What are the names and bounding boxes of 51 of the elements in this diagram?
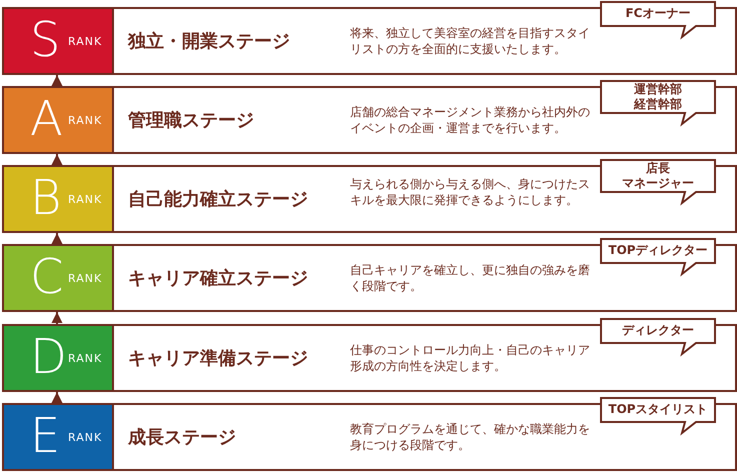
- rank-box: [4, 246, 114, 310]
- arrow: [52, 154, 62, 165]
- arrow: [52, 75, 62, 86]
- role-label: TOPディレクター: [608, 243, 708, 258]
- rank-label: RANK: [68, 352, 102, 365]
- arrow: [52, 312, 62, 324]
- stage-title: キャリア準備ステージ: [128, 347, 308, 370]
- rank-label: RANK: [68, 431, 102, 444]
- stage-title: 独立・開業ステージ: [128, 30, 290, 53]
- speech-bubble: [600, 318, 716, 355]
- stage-description: 店舗の総合マネージメント業務から社内外のイベントの企画・運営までを行います。: [350, 104, 591, 136]
- rank-letter: D: [30, 330, 67, 384]
- speech-bubble: [600, 80, 716, 125]
- stage-band: [2, 324, 737, 392]
- arrow: [52, 392, 62, 403]
- stage-description: 将来、独立して美容室の経営を目指すスタイリストの方を全面的に支援いたします。: [350, 25, 591, 57]
- stage-description: 仕事のコントロール力向上・自己のキャリア形成の方向性を決定します。: [350, 342, 591, 374]
- speech-bubble: [600, 159, 716, 204]
- rank-label: RANK: [68, 114, 102, 127]
- stage-description: 教育プログラムを通じて、確かな職業能力を身につける段階です。: [350, 421, 591, 453]
- rank-box: [4, 88, 114, 152]
- rank-label: RANK: [68, 272, 102, 285]
- rank-letter: S: [30, 13, 60, 67]
- role-label: 運営幹部経営幹部: [634, 82, 682, 112]
- role-label: TOPスタイリスト: [608, 402, 708, 417]
- speech-bubble: [600, 397, 716, 434]
- stage-title: 自己能力確立ステージ: [128, 188, 308, 211]
- rank-letter: A: [30, 92, 63, 146]
- rank-label: RANK: [68, 193, 102, 206]
- stage-description: 自己キャリアを確立し、更に独自の強みを磨く段階です。: [350, 262, 591, 294]
- speech-bubble: [600, 238, 716, 275]
- rank-letter: B: [30, 171, 62, 225]
- role-label: 店長マネージャー: [622, 161, 694, 191]
- speech-bubble: [600, 1, 716, 38]
- stage-band: [2, 7, 737, 75]
- role-label: FCオーナー: [625, 6, 690, 21]
- rank-label: RANK: [68, 35, 102, 48]
- stage-description: 与えられる側から与える側へ、身につけたスキルを最大限に発揮できるようにします。: [350, 176, 591, 208]
- rank-letter: C: [30, 250, 64, 304]
- role-label: ディレクター: [622, 323, 694, 338]
- arrow: [52, 233, 62, 244]
- rank-box: [4, 405, 114, 469]
- stage-title: 管理職ステージ: [128, 109, 254, 132]
- rank-letter: E: [30, 409, 60, 463]
- stage-band: [2, 244, 737, 312]
- stage-title: キャリア確立ステージ: [128, 267, 308, 290]
- rank-box: [4, 326, 114, 390]
- stage-title: 成長ステージ: [128, 426, 236, 449]
- stage-band: [2, 403, 737, 471]
- rank-box: [4, 9, 114, 73]
- rank-box: [4, 167, 114, 231]
